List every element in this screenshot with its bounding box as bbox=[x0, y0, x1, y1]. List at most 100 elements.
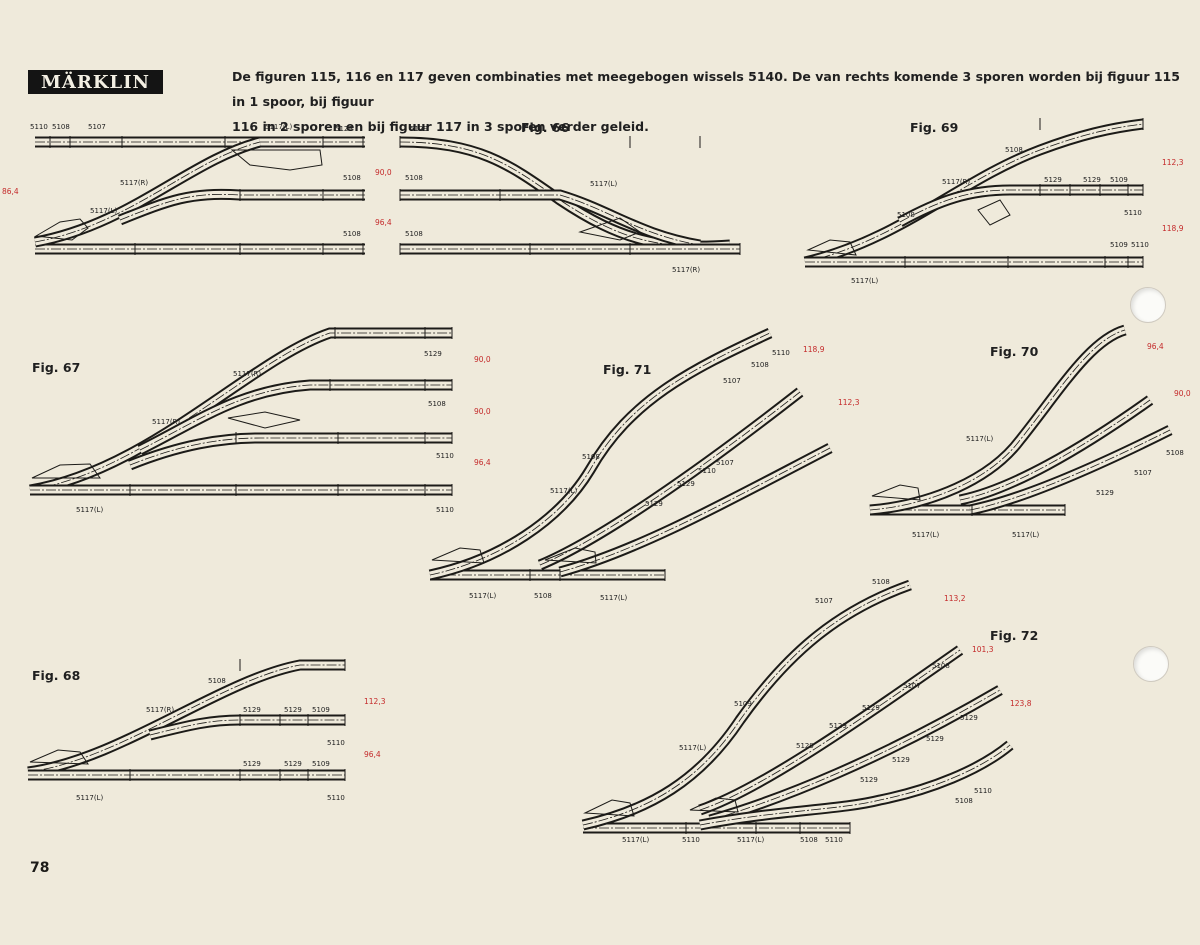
switch-motor-plate bbox=[227, 411, 301, 429]
dimension-label: 90,0 bbox=[1174, 389, 1191, 398]
part-label: 5110 bbox=[436, 452, 454, 460]
track-centerline bbox=[539, 391, 801, 566]
part-label: 5108 bbox=[1166, 449, 1184, 457]
part-label: 5117(L) bbox=[912, 531, 939, 539]
track-centerline bbox=[129, 437, 452, 466]
part-label: 5129 bbox=[1044, 176, 1062, 184]
track-centerline bbox=[34, 141, 261, 243]
dimension-label: 96,4 bbox=[375, 218, 392, 227]
dimension-label: 90,0 bbox=[474, 355, 491, 364]
track-centerline bbox=[400, 194, 701, 246]
part-label: 5117(L) bbox=[600, 594, 627, 602]
dimension-label: 112,3 bbox=[838, 398, 860, 407]
part-label: 5108 bbox=[208, 677, 226, 685]
part-label: 5117(L) bbox=[90, 207, 117, 215]
part-label: 5117(L) bbox=[469, 592, 496, 600]
part-label: 5117(L) bbox=[550, 487, 577, 495]
fig-68-title: Fig. 68 bbox=[32, 668, 80, 683]
part-label: 5129 bbox=[926, 735, 944, 743]
part-label: 5117(L) bbox=[622, 836, 649, 844]
part-label: 5129 bbox=[960, 714, 978, 722]
part-label: 5108 bbox=[534, 592, 552, 600]
dimension-label: 112,3 bbox=[364, 697, 386, 706]
switch-motor-plate bbox=[806, 239, 857, 256]
switch-motor-plate bbox=[230, 149, 323, 171]
part-label: 5107 bbox=[1134, 469, 1152, 477]
part-label: 5117(R) bbox=[233, 370, 261, 378]
fig-70-title: Fig. 70 bbox=[990, 344, 1039, 359]
dimension-label: 123,8 bbox=[1010, 699, 1032, 708]
track-centerline bbox=[582, 584, 911, 826]
part-label: 5117(R) bbox=[146, 706, 174, 714]
part-label: 5107 bbox=[88, 123, 106, 131]
part-label: 5117(L) bbox=[679, 744, 706, 752]
dimension-label: 90,0 bbox=[474, 407, 491, 416]
part-label: 5108 bbox=[932, 662, 950, 670]
switch-motor-plate bbox=[544, 547, 597, 564]
part-label: 5117(L) bbox=[851, 277, 878, 285]
part-label: 5108 bbox=[405, 230, 423, 238]
fig-71-title: Fig. 71 bbox=[603, 362, 651, 377]
track-centerline bbox=[139, 384, 452, 451]
dimension-label: 118,9 bbox=[803, 345, 825, 354]
part-label: 5108 bbox=[405, 174, 423, 182]
part-label: 5107 bbox=[903, 682, 921, 690]
fig-72-title: Fig. 72 bbox=[990, 628, 1038, 643]
part-label: 5117(R) bbox=[120, 179, 148, 187]
switch-motor-plate bbox=[689, 797, 739, 813]
part-label: 5129 bbox=[862, 704, 880, 712]
part-label: 5117(L) bbox=[76, 506, 103, 514]
part-label: 5117(R) bbox=[672, 266, 700, 274]
switch-motor-plate bbox=[977, 199, 1011, 226]
fig-67-title: Fig. 67 bbox=[32, 360, 80, 375]
part-label: 5129 bbox=[1083, 176, 1101, 184]
marklin-logo: MÄRKLIN bbox=[28, 70, 163, 94]
track-centerline bbox=[869, 329, 1126, 511]
intro-line-1: De figuren 115, 116 en 117 geven combina… bbox=[232, 69, 1180, 109]
part-label: 5110 bbox=[1131, 241, 1149, 249]
part-label: 5117(L) bbox=[76, 794, 103, 802]
part-label: 5129 bbox=[284, 760, 302, 768]
track-centerline bbox=[699, 649, 961, 811]
dimension-label: 96,4 bbox=[364, 750, 381, 759]
part-label: 5117(R) bbox=[152, 418, 180, 426]
intro-line-2: 116 in 2 sporen en bij figuur 117 in 3 s… bbox=[232, 119, 649, 134]
part-label: 5110 bbox=[698, 467, 716, 475]
track-centerline bbox=[29, 332, 452, 491]
part-label: 5109 bbox=[1110, 241, 1128, 249]
part-label: 5109 bbox=[1110, 176, 1128, 184]
part-label: 5117(R) bbox=[942, 178, 970, 186]
part-label: 5129 bbox=[829, 722, 847, 730]
part-label: 5108 bbox=[428, 400, 446, 408]
switch-motor-plate bbox=[31, 463, 101, 479]
fig66-right-mid bbox=[400, 189, 701, 251]
part-label: 5108 bbox=[800, 836, 818, 844]
part-label: 5109 bbox=[312, 760, 330, 768]
dimension-label: 96,4 bbox=[1147, 342, 1164, 351]
part-label: 5117(L) bbox=[737, 836, 764, 844]
part-label: 5110 bbox=[327, 739, 345, 747]
part-label: 5129 bbox=[645, 500, 663, 508]
part-label: 5110 bbox=[436, 506, 454, 514]
track-centerline bbox=[709, 689, 1001, 821]
part-label: 5129 bbox=[410, 125, 428, 133]
part-label: 5110 bbox=[772, 349, 790, 357]
part-label: 5108 bbox=[343, 230, 361, 238]
label-layer: Fig. 66 Fig. 67 Fig. 68 Fig. 69 Fig. 70 … bbox=[2, 120, 1191, 844]
switch-motor-plate bbox=[29, 749, 89, 765]
track-centerline bbox=[959, 399, 1151, 501]
dimension-label: 113,2 bbox=[944, 594, 966, 603]
part-label: 5117(L) bbox=[265, 123, 292, 131]
fig-69-title: Fig. 69 bbox=[910, 120, 958, 135]
part-label: 5108 bbox=[872, 578, 890, 586]
part-label: 5117(L) bbox=[1012, 531, 1039, 539]
part-label: 5110 bbox=[682, 836, 700, 844]
part-label: 5108 bbox=[955, 797, 973, 805]
part-label: 5117(L) bbox=[966, 435, 993, 443]
switch-motor-plate bbox=[431, 547, 485, 564]
part-label: 5129 bbox=[243, 760, 261, 768]
switch-motor-plate bbox=[871, 484, 921, 501]
track-centerline bbox=[699, 744, 1011, 826]
switch-motor-plate bbox=[578, 217, 642, 241]
part-label: 5108 bbox=[343, 174, 361, 182]
